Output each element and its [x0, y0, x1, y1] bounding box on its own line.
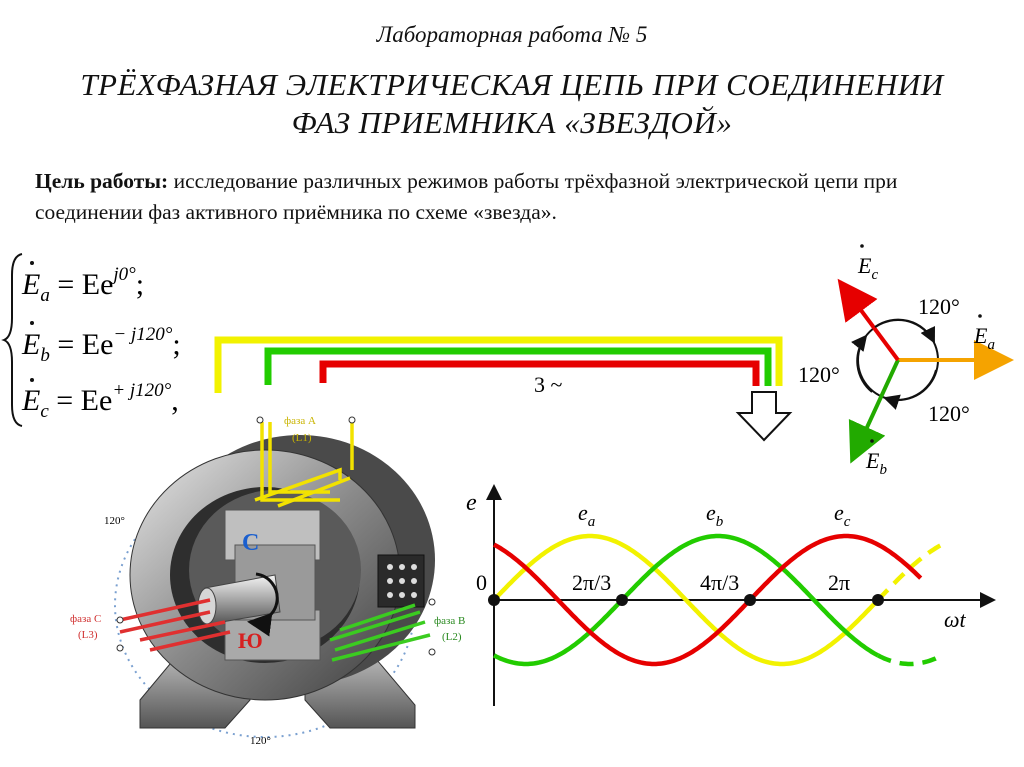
phasor-label-eb: Eb: [865, 448, 887, 478]
phasor-angle-bottom: 120°: [928, 401, 970, 426]
x-tick-point: [488, 594, 500, 606]
goal-text: исследование различных режимов работы тр…: [35, 169, 898, 224]
phase-a-label-1: фаза А: [284, 415, 316, 427]
phasor-eb: [848, 359, 900, 464]
rotation-arrow-right: [883, 369, 937, 410]
series-line-a: [492, 533, 880, 667]
generator-angle-bottom: 120°: [250, 735, 271, 747]
phasor-angle-top: 120°: [918, 294, 960, 319]
waveform-chart: e ωt 0 2π/3 4π/3 2π ea eb ec: [466, 484, 996, 706]
phasor-diagram: Ec Ea Eb 120° 120° 120°: [798, 244, 1014, 478]
lab-title: Лабораторная работа № 5: [376, 22, 648, 47]
down-arrow-icon: [735, 391, 793, 442]
equations-system: Ea = Eej0°; Eb = Ee− j120°; Ec = Ee+ j12…: [1, 253, 181, 427]
chart-series: [492, 533, 944, 667]
phasor-label-ec: Ec: [857, 253, 878, 283]
phase-b-label-2: (L2): [442, 631, 462, 643]
phasor-label-ea: Ea: [973, 323, 995, 353]
x-tick-point: [872, 594, 884, 606]
phasor-angle-left: 120°: [798, 362, 840, 387]
bus-phase-b: [264, 347, 772, 386]
x-tick-point: [744, 594, 756, 606]
rotation-arrow-left: [851, 334, 873, 393]
series-line-a-continuation: [876, 542, 944, 602]
generator-illustration: 120° 120° С Ю: [70, 415, 465, 747]
series-line-b: [492, 533, 880, 667]
phase-c-label-1: фаза С: [70, 613, 101, 625]
x-tick-point: [616, 594, 628, 606]
goal-label: Цель работы:: [35, 169, 169, 193]
series-line-c: [492, 533, 923, 667]
bus-phase-a: [214, 336, 783, 393]
phase-b-label-1: фаза В: [434, 615, 465, 627]
chart-xlabel: ωt: [944, 607, 967, 632]
generator-angle-top: 120°: [104, 515, 125, 527]
equation-c: Ec = Ee+ j120°,: [21, 380, 179, 422]
page-title: ТРЁХФАЗНАЯ ЭЛЕКТРИЧЕСКАЯ ЦЕПЬ ПРИ СОЕДИН…: [20, 66, 1004, 142]
chart-series-labels: ea eb ec: [578, 500, 851, 530]
phase-a-label-2: (L1): [292, 432, 312, 444]
winding-phase-c: [119, 598, 231, 652]
series-line-b-continuation: [876, 653, 944, 667]
phasor-ec: [837, 278, 900, 362]
x-tick-label: 2π: [828, 570, 850, 595]
pole-label-s: Ю: [238, 628, 263, 653]
winding-phase-b: [329, 603, 431, 662]
series-label-b: eb: [706, 500, 724, 530]
goal-paragraph: Цель работы: исследование различных режи…: [35, 166, 975, 228]
phase-c-label-2: (L3): [78, 629, 98, 641]
series-label-a: ea: [578, 500, 595, 530]
series-label-c: ec: [834, 500, 851, 530]
equation-a: Ea = Eej0°;: [21, 264, 144, 306]
bus-label: 3 ~: [534, 372, 563, 397]
three-phase-bus: [214, 336, 783, 393]
shaft-rotation-arrow: [247, 572, 279, 637]
x-tick-label: 0: [476, 570, 487, 595]
chart-ylabel: e: [466, 490, 477, 516]
rotation-arrow-top: [874, 318, 935, 344]
system-brace: [1, 253, 23, 427]
pole-label-n: С: [242, 530, 259, 556]
bus-phase-c: [319, 360, 760, 386]
title-line-2: ФАЗ ПРИЕМНИКА «ЗВЕЗДОЙ»: [291, 105, 733, 140]
title-line-1: ТРЁХФАЗНАЯ ЭЛЕКТРИЧЕСКАЯ ЦЕПЬ ПРИ СОЕДИН…: [80, 67, 944, 102]
x-tick-label: 2π/3: [572, 570, 611, 595]
chart-ticks: 0 2π/3 4π/3 2π: [476, 570, 884, 606]
equation-b: Eb = Ee− j120°;: [21, 324, 181, 366]
x-tick-label: 4π/3: [700, 570, 739, 595]
winding-phase-a: [254, 422, 354, 508]
